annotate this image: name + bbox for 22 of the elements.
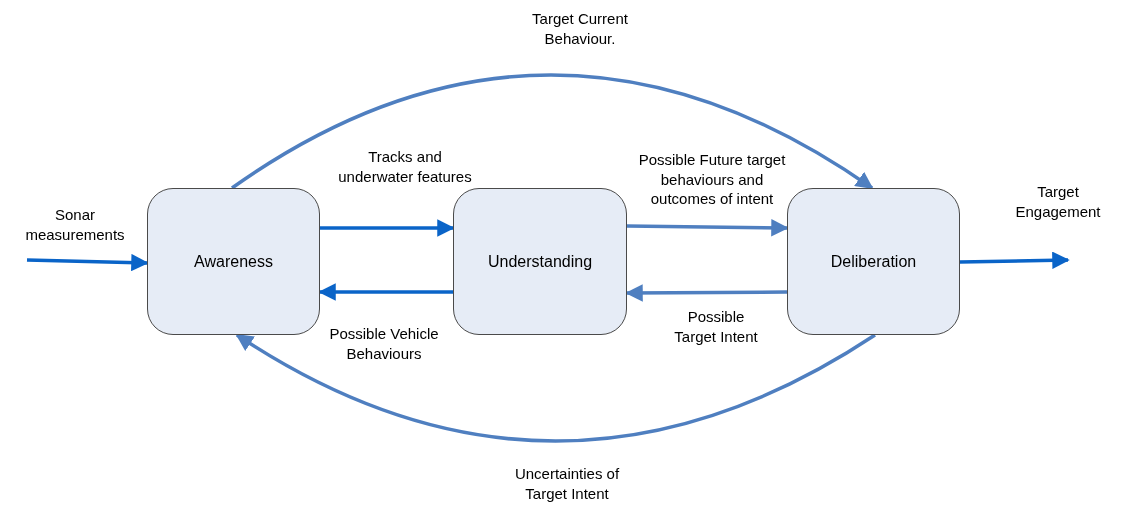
arrow — [318, 283, 453, 301]
edge-label: Uncertainties of Target Intent — [513, 464, 621, 503]
process-box — [147, 188, 320, 335]
edge-label: Target Current Behaviour. — [531, 9, 629, 48]
edge-label: Possible Future target behaviours and outcomes of intent — [637, 150, 787, 209]
edge-label: Possible Target Intent — [673, 307, 759, 346]
box-label: Awareness — [194, 252, 273, 271]
arrow — [625, 284, 787, 302]
arrow — [320, 219, 455, 237]
process-box — [787, 188, 960, 335]
edge-label: Sonar measurements — [24, 205, 126, 244]
arrow — [959, 251, 1070, 270]
curved-arrow — [235, 333, 876, 443]
process-box — [453, 188, 627, 335]
edge-label: Tracks and underwater features — [337, 147, 473, 186]
arrow — [626, 219, 789, 237]
edge-label: Target Engagement — [1014, 182, 1102, 221]
box-label: Deliberation — [830, 252, 917, 271]
edge-label: Possible Vehicle Behaviours — [328, 324, 440, 363]
arrow — [26, 253, 149, 272]
box-label: Understanding — [487, 252, 593, 271]
curved-arrow — [231, 73, 874, 190]
